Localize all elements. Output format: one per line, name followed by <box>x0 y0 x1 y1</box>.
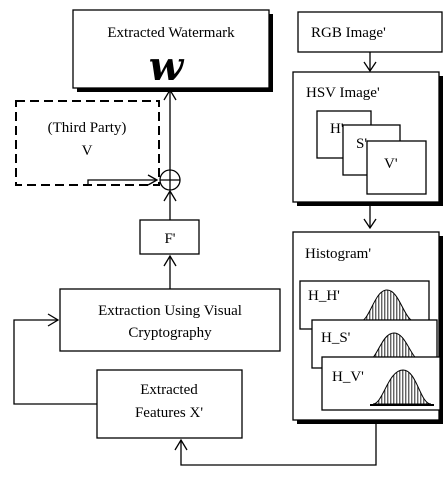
histogram-label: Histogram' <box>305 246 371 262</box>
extracted-features-label-line2: Features X' <box>135 405 203 421</box>
third-party-label: (Third Party) <box>48 120 127 136</box>
extraction-label-line2: Cryptography <box>128 325 212 341</box>
s-channel-label: S' <box>356 136 367 152</box>
v-channel-box <box>366 140 427 195</box>
h-channel-label: H' <box>330 121 344 137</box>
v-to-xor-arrow <box>87 179 156 185</box>
rgb-image-label: RGB Image' <box>311 25 386 41</box>
watermark-logo: w <box>149 43 185 90</box>
histogram-h-curve <box>358 289 417 323</box>
histogram-h-label: H_H' <box>308 288 340 304</box>
third-party-v-label: V <box>82 143 93 159</box>
histogram-v-curve <box>372 369 432 405</box>
v-channel-label: V' <box>384 156 398 172</box>
extraction-box <box>59 288 281 352</box>
histogram-s-label: H_S' <box>321 330 351 346</box>
extracted-features-label-line1: Extracted <box>140 382 198 398</box>
extracted-watermark-box <box>72 9 270 89</box>
rgb-image-box <box>297 11 443 53</box>
extraction-label-line1: Extraction Using Visual <box>98 303 242 319</box>
extracted-watermark-label: Extracted Watermark <box>107 25 235 41</box>
histogram-v-label: H_V' <box>332 369 364 385</box>
f-prime-box <box>139 219 200 255</box>
extracted-features-box <box>96 369 243 439</box>
histogram-to-features-arrow <box>180 420 377 466</box>
hsv-image-label: HSV Image' <box>306 85 380 101</box>
f-prime-label: F' <box>164 231 175 247</box>
features-to-extraction-arrow <box>13 319 97 405</box>
